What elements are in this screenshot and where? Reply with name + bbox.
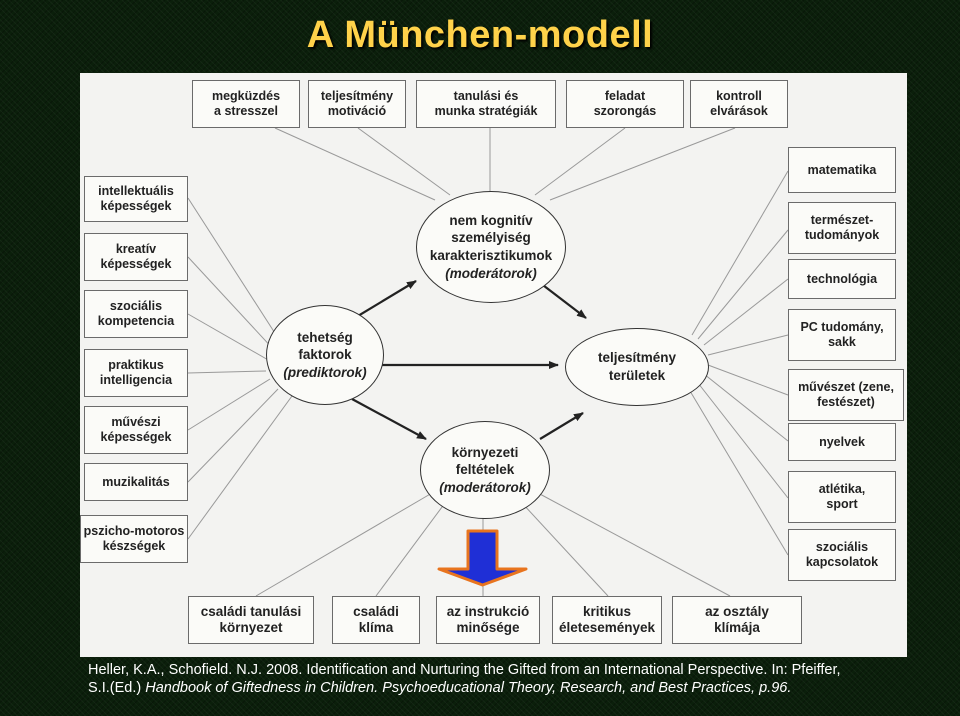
left-box-creative: kreatív képességek [84,233,188,281]
top-box-coping-stress: megküzdés a stresszel [192,80,300,128]
citation-line-2-plain: S.I.(Ed.) [88,679,146,696]
left-box-psychomotor: pszicho-motoros készségek [80,515,188,563]
bottom-box-family-climate: családi klíma [332,596,420,644]
ellipse-left-italic: (prediktorok) [283,364,367,380]
connector-lines [187,127,789,597]
highlight-arrow [437,529,528,587]
ellipse-noncognitive-moderators: nem kognitív személyiség karakterisztiku… [416,191,566,303]
bottom-box-instruction-quality: az instrukció minősége [436,596,540,644]
ellipse-left-main: tehetség faktorok [297,329,353,363]
right-box-arts: művészet (zene, festészet) [788,369,904,421]
right-box-natural-sciences: természet- tudományok [788,202,896,254]
ellipse-environment-moderators: környezeti feltételek (moderátorok) [420,421,550,519]
left-box-artistic: művészi képességek [84,406,188,454]
ellipse-top-italic: (moderátorok) [445,265,537,281]
slide-title: A München-modell [306,14,654,56]
citation: Heller, K.A., Schofield. N.J. 2008. Iden… [88,662,958,697]
ellipse-bottom-main: környezeti feltételek [451,444,519,478]
right-box-social-relations: szociális kapcsolatok [788,529,896,581]
ellipse-talent-predictors: tehetség faktorok (prediktorok) [266,305,384,405]
bottom-box-critical-life-events: kritikus életesemények [552,596,662,644]
top-box-control-expectations: kontroll elvárások [690,80,788,128]
right-box-languages: nyelvek [788,423,896,461]
ellipse-right-main: teljesítmény területek [597,350,677,383]
thin-connectors [187,127,789,597]
top-box-achievement-motivation: teljesítmény motiváció [308,80,406,128]
bottom-box-class-climate: az osztály klímája [672,596,802,644]
right-box-mathematics: matematika [788,147,896,193]
citation-line-2: S.I.(Ed.) Handbook of Giftedness in Chil… [88,680,958,698]
left-box-practical-intelligence: praktikus intelligencia [84,349,188,397]
diagram-panel: megküzdés a stresszel teljesítmény motiv… [80,73,907,657]
left-box-musicality: muzikalitás [84,463,188,501]
citation-line-2-italic: Handbook of Giftedness in Children. Psyc… [145,679,792,696]
ellipse-bottom-italic: (moderátorok) [439,479,531,495]
top-box-learning-strategies: tanulási és munka stratégiák [416,80,556,128]
right-box-computer-chess: PC tudomány, sakk [788,309,896,361]
top-box-test-anxiety: feladat szorongás [566,80,684,128]
right-box-athletics: atlétika, sport [788,471,896,523]
ellipse-performance-areas: teljesítmény területek [565,328,709,406]
left-box-intellectual: intellektuális képességek [84,176,188,222]
right-box-technology: technológia [788,259,896,299]
left-box-social-competence: szociális kompetencia [84,290,188,338]
ellipse-top-main: nem kognitív személyiség karakterisztiku… [429,212,553,263]
citation-line-1: Heller, K.A., Schofield. N.J. 2008. Iden… [88,662,841,678]
bottom-box-family-learning: családi tanulási környezet [188,596,314,644]
